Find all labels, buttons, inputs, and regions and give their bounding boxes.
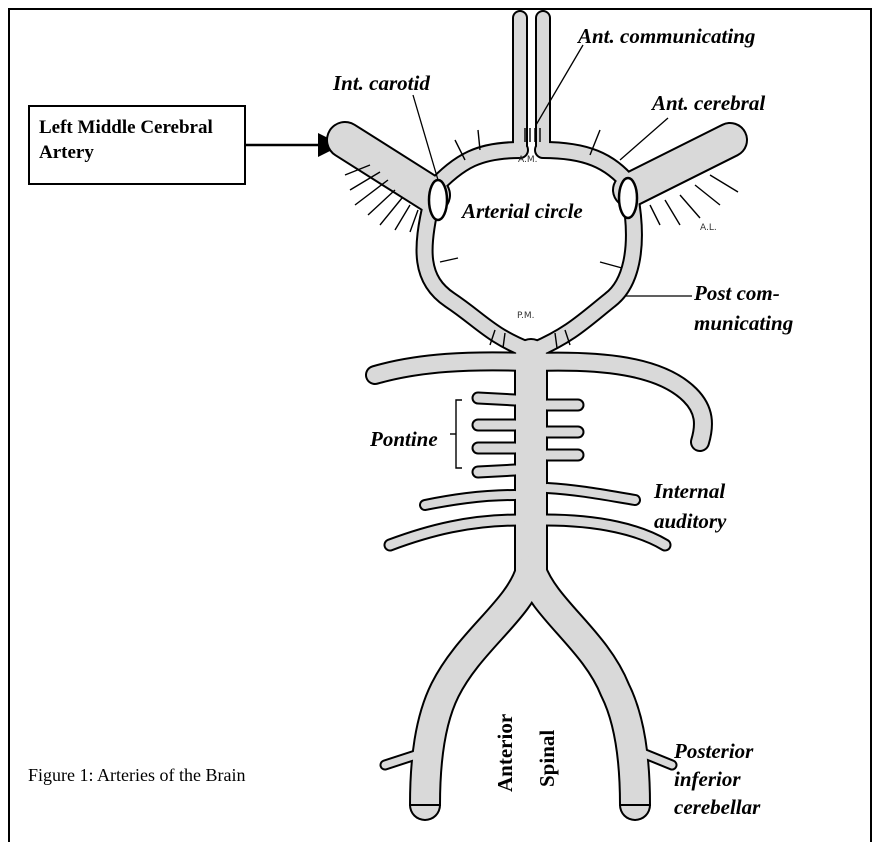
label-int-carotid: Int. carotid [332, 71, 430, 95]
label-post-communicating-1: Post com- [693, 281, 780, 305]
label-anterior: Anterior [493, 714, 517, 792]
engraved-label-am: A.M. [518, 155, 538, 165]
label-internal-auditory-2: auditory [654, 509, 727, 533]
label-post-communicating-2: municating [694, 311, 793, 335]
pontine-bracket [456, 400, 462, 468]
label-ant-communicating: Ant. communicating [576, 24, 755, 48]
engraved-label-al: A.L. [700, 223, 717, 233]
label-arterial-circle: Arterial circle [460, 199, 583, 223]
label-ant-cerebral: Ant. cerebral [650, 91, 765, 115]
label-internal-auditory-1: Internal [653, 479, 725, 503]
engraved-label-pm: P.M. [517, 311, 535, 321]
label-posterior-inferior-1: Posterior [673, 739, 754, 763]
label-posterior-inferior-2: inferior [674, 767, 741, 791]
label-spinal: Spinal [535, 730, 559, 787]
vessel-network [345, 18, 738, 805]
label-posterior-inferior-3: cerebellar [674, 795, 761, 819]
label-pontine: Pontine [369, 427, 438, 451]
